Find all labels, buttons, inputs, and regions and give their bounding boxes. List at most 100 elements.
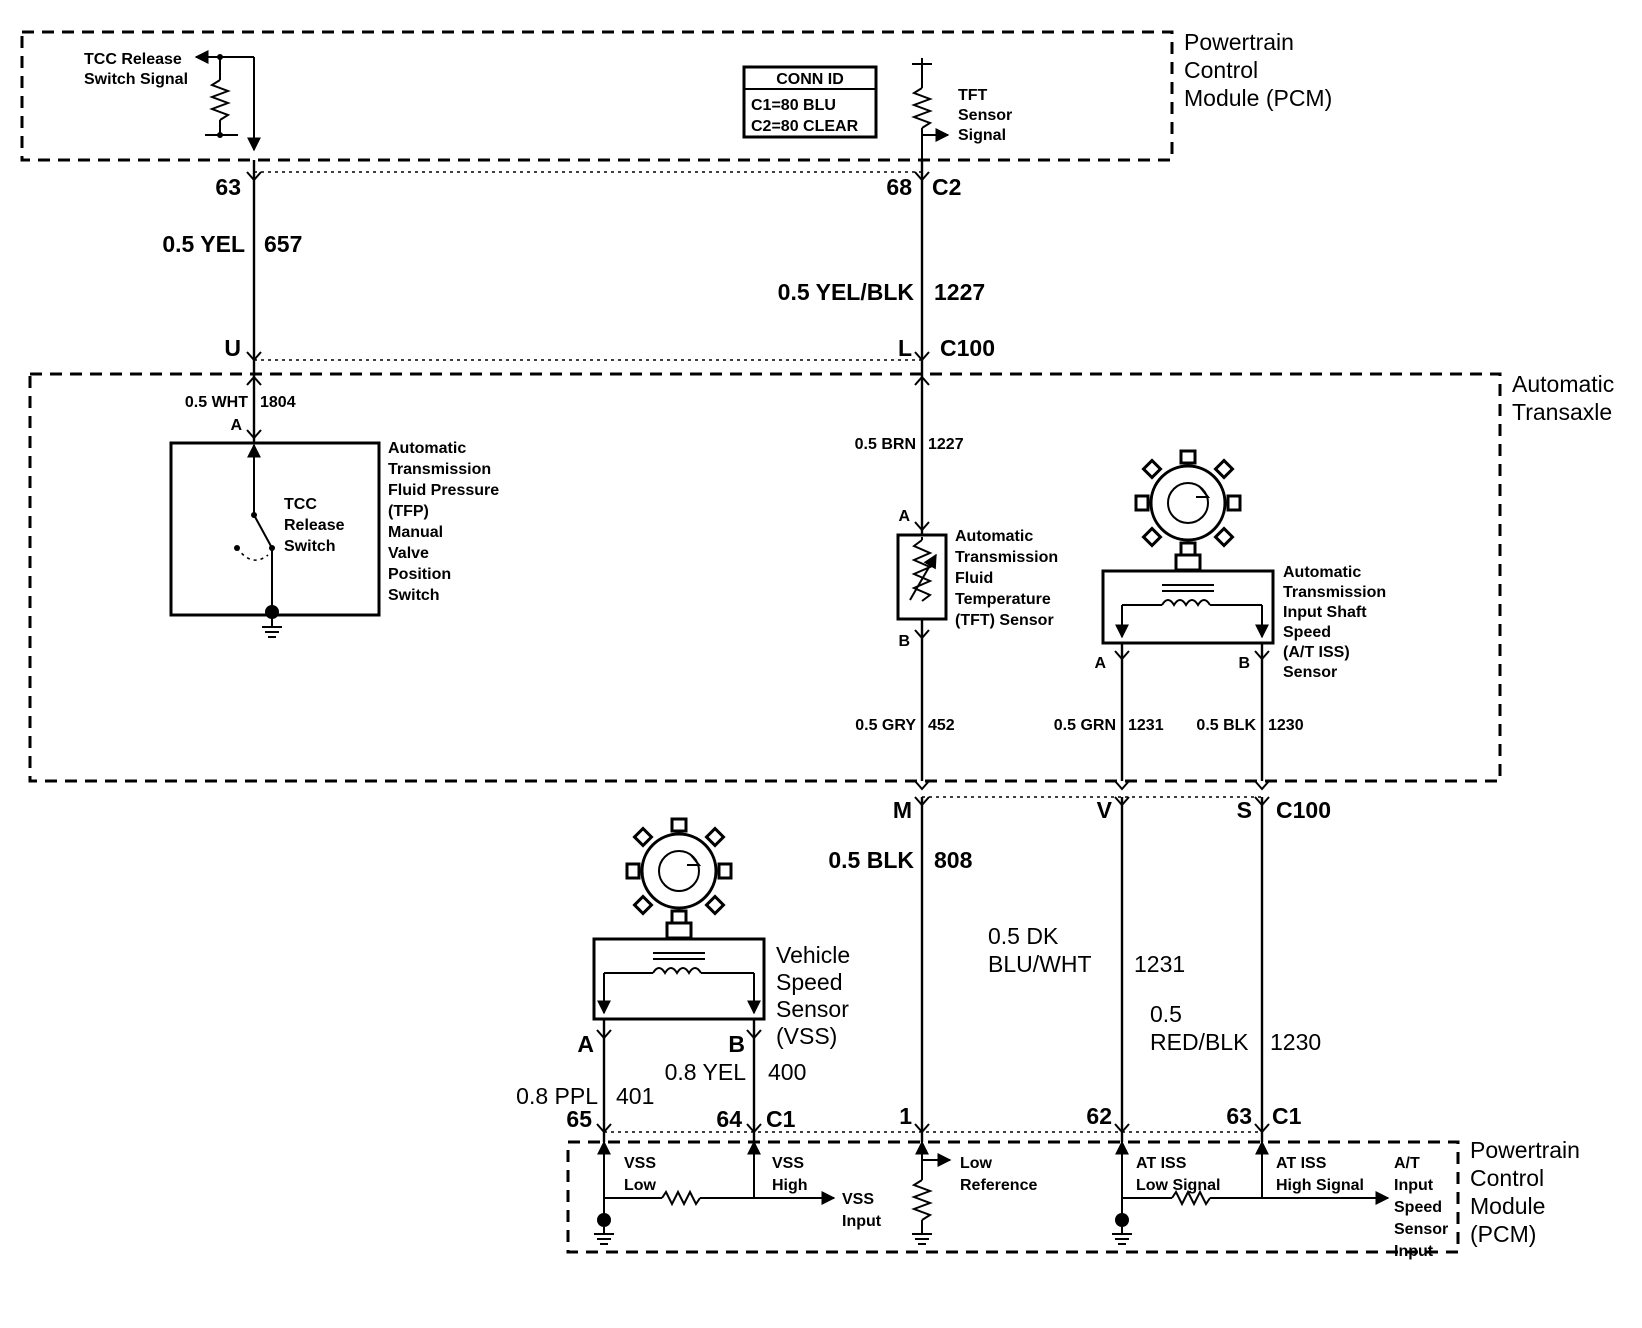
conn-id-title: CONN ID: [776, 71, 844, 88]
vss-name-3: Sensor: [776, 996, 849, 1022]
low-ref-resistor: [911, 1179, 933, 1221]
tcc-switch-label-3: Switch: [284, 538, 336, 555]
tfp-pin-a-male: [246, 429, 262, 440]
iss-name-5: (A/T ISS): [1283, 644, 1350, 661]
vss-ground-node: [597, 1213, 611, 1227]
vss-pin-b: B: [728, 1031, 745, 1057]
iss-sensor-body: [1101, 569, 1275, 645]
iss-name-2: Transmission: [1283, 584, 1386, 601]
tfp-ground-node: [265, 605, 279, 619]
pin-64-male: [746, 1123, 762, 1134]
pin-64: 64: [716, 1106, 742, 1132]
tft-variable-arrow: [909, 553, 937, 601]
wire-1230-circuit: 1230: [1268, 717, 1304, 734]
tfp-ground-icon: [262, 619, 282, 638]
iss-name-4: Speed: [1283, 624, 1331, 641]
pin-1-male: [914, 1123, 930, 1134]
wire-1231-pcm-color-2: BLU/WHT: [988, 951, 1092, 977]
wire-452-circuit: 452: [928, 717, 955, 734]
bottom-pcm-name-2: Control: [1470, 1165, 1544, 1191]
pin-u-female: [246, 351, 262, 362]
vss-sensor-assembly: Vehicle Speed Sensor (VSS) A B 0.8 PPL 4…: [516, 817, 850, 1142]
tcc-switch-travel: [236, 547, 269, 561]
vss-low-label-1: VSS: [624, 1155, 656, 1172]
tfp-name-3: Fluid Pressure: [388, 482, 499, 499]
wire-808-circuit: 808: [934, 847, 973, 873]
wire-400-circuit: 400: [768, 1059, 806, 1085]
pin-m-male: [914, 780, 930, 791]
tfp-name-4: (TFP): [388, 503, 429, 520]
conn-id-box: CONN ID C1=80 BLU C2=80 CLEAR: [742, 65, 878, 139]
pin-62: 62: [1086, 1103, 1112, 1129]
tfp-name-7: Position: [388, 566, 451, 583]
tcc-switch-label-1: TCC: [284, 496, 317, 513]
transaxle-module: Automatic Transaxle 0.5 WHT 1804 A: [28, 367, 1614, 783]
tcc-node-bottom: [217, 132, 223, 138]
wire-400-color: 0.8 YEL: [665, 1059, 747, 1085]
wire-1231-color: 0.5 GRN: [1054, 717, 1116, 734]
wire-808-color: 0.5 BLK: [828, 847, 914, 873]
vss-name-1: Vehicle: [776, 942, 850, 968]
tft-name-1: Automatic: [955, 528, 1033, 545]
pin-v: V: [1097, 797, 1113, 823]
tft-signal-label-1: TFT: [958, 87, 988, 104]
wire-401-color: 0.8 PPL: [516, 1083, 598, 1109]
vss-coil-icon: [597, 952, 761, 1015]
tft-thermistor: [911, 539, 933, 602]
pin-63: 63: [215, 174, 241, 200]
bottom-pcm-name-1: Powertrain: [1470, 1137, 1580, 1163]
tft-signal-label-3: Signal: [958, 127, 1006, 144]
conn-id-border: [742, 65, 878, 139]
vss-ground-icon: [594, 1227, 614, 1245]
iss-input-label-2: Input: [1394, 1177, 1434, 1194]
vss-pin-a-male: [596, 1029, 612, 1040]
conn-id-c1: C1=80 BLU: [751, 97, 836, 114]
bottom-pcm-module: Powertrain Control Module (PCM) VSS Low …: [566, 1137, 1580, 1260]
tfp-pin-a: A: [230, 417, 242, 434]
transaxle-name-2: Transaxle: [1512, 399, 1612, 425]
wire-1230-pcm-color-2: RED/BLK: [1150, 1029, 1249, 1055]
wire-1231-pcm-color-1: 0.5 DK: [988, 923, 1059, 949]
tcc-switch-pivot: [251, 512, 257, 518]
tfp-name-1: Automatic: [388, 440, 466, 457]
pin-63-c1: 63: [1226, 1103, 1252, 1129]
top-pcm-module: Powertrain Control Module (PCM) TCC Rele…: [20, 29, 1332, 165]
iss-high-label-1: AT ISS: [1276, 1155, 1327, 1172]
tfp-name-2: Transmission: [388, 461, 491, 478]
vss-name-2: Speed: [776, 969, 843, 995]
vss-high-label-2: High: [772, 1177, 808, 1194]
pin-1: 1: [899, 1103, 912, 1129]
connector-c2: C2: [932, 174, 961, 200]
wire-1231-circuit: 1231: [1128, 717, 1164, 734]
tft-pin-a: A: [898, 508, 910, 525]
connector-c1-right: C1: [1272, 1103, 1302, 1129]
iss-bias-resistor: [1171, 1189, 1211, 1207]
pin-65-male: [596, 1123, 612, 1134]
tfp-switch-assembly: 0.5 WHT 1804 A TCC Release Switch Automa…: [169, 367, 499, 638]
c100-lower-connector: M V S C100: [893, 780, 1331, 823]
wire-1804-circuit: 1804: [260, 394, 296, 411]
pin-v-male: [1114, 780, 1130, 791]
bottom-pcm-boundary: [566, 1140, 1460, 1254]
tft-pin-b: B: [898, 633, 910, 650]
iss-input-label-1: A/T: [1394, 1155, 1420, 1172]
iss-input-label-3: Speed: [1394, 1199, 1442, 1216]
tft-signal-label-2: Sensor: [958, 107, 1012, 124]
tcc-signal-label-1: TCC Release: [84, 51, 182, 68]
pin-65: 65: [566, 1106, 592, 1132]
iss-pin-b: B: [1238, 655, 1250, 672]
tft-name-4: Temperature: [955, 591, 1051, 608]
low-ref-label-1: Low: [960, 1155, 993, 1172]
tcc-switch-label-2: Release: [284, 517, 345, 534]
vss-pin-a: A: [577, 1031, 594, 1057]
vss-input-circuit: VSS Low VSS High VSS Input: [594, 1140, 882, 1245]
wire-1230-color: 0.5 BLK: [1196, 717, 1256, 734]
pin-s-male: [1254, 780, 1270, 791]
bottom-pcm-name-4: (PCM): [1470, 1221, 1536, 1247]
low-ref-ground-icon: [912, 1233, 932, 1245]
vss-high-label-1: VSS: [772, 1155, 804, 1172]
tft-sensor-assembly: 0.5 BRN 1227 A B Automatic Transmission …: [855, 367, 1058, 781]
pin-63-female: [246, 171, 262, 182]
iss-reluctor-wheel-icon: [1134, 449, 1242, 557]
